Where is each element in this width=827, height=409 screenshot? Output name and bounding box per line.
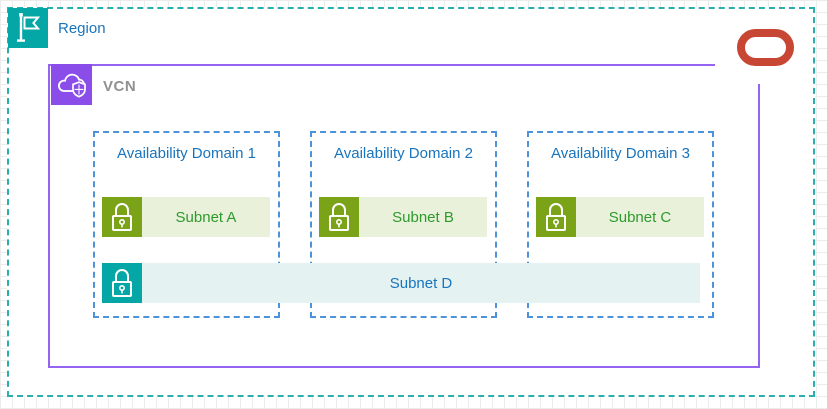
availability-domain-1-box: Availability Domain 1 bbox=[93, 131, 280, 318]
oracle-logo bbox=[737, 29, 794, 66]
subnet-c-label: Subnet C bbox=[608, 208, 672, 226]
subnet-d: Subnet D bbox=[102, 263, 700, 303]
availability-domain-1-label: Availability Domain 1 bbox=[117, 145, 256, 162]
vcn-container-border-bottom bbox=[48, 366, 760, 368]
padlock-icon bbox=[102, 263, 142, 303]
padlock-icon bbox=[319, 197, 359, 237]
subnet-b-label: Subnet B bbox=[392, 208, 454, 226]
padlock-icon bbox=[536, 197, 576, 237]
subnet-d-label: Subnet D bbox=[389, 274, 453, 292]
subnet-a-label: Subnet A bbox=[175, 208, 237, 226]
region-flag-icon bbox=[8, 8, 48, 48]
padlock-icon bbox=[102, 197, 142, 237]
availability-domain-3-label: Availability Domain 3 bbox=[551, 145, 690, 162]
subnet-c: Subnet C bbox=[536, 197, 704, 237]
vcn-container-border-top bbox=[48, 64, 715, 66]
vcn-label: VCN bbox=[103, 78, 137, 95]
availability-domain-3-box: Availability Domain 3 bbox=[527, 131, 714, 318]
subnet-b: Subnet B bbox=[319, 197, 487, 237]
vcn-container-border-right bbox=[758, 84, 760, 368]
subnet-a: Subnet A bbox=[102, 197, 270, 237]
availability-domain-2-label: Availability Domain 2 bbox=[334, 145, 473, 162]
vcn-container-border-left bbox=[48, 64, 50, 368]
vcn-cloud-shield-icon bbox=[51, 64, 92, 105]
availability-domain-2-box: Availability Domain 2 bbox=[310, 131, 497, 318]
region-label: Region bbox=[58, 20, 106, 37]
